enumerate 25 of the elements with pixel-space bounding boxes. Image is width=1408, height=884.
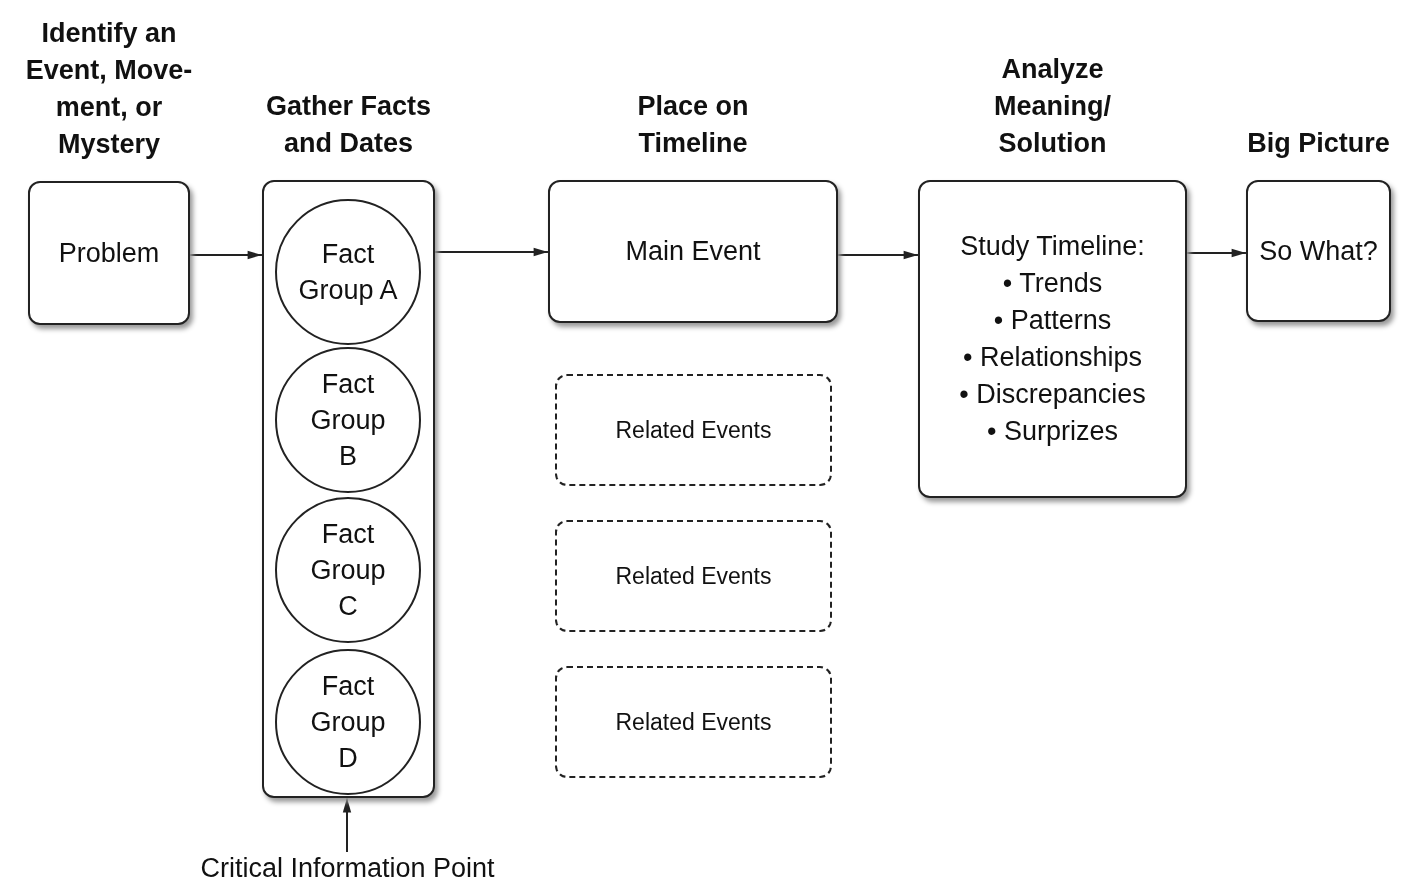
related-events-box xyxy=(555,666,832,778)
node-label: • Trends xyxy=(1002,267,1103,300)
node-label: So What? xyxy=(1259,234,1378,268)
node-label: Fact Group A xyxy=(298,238,398,307)
annotation-text: Critical Information Point xyxy=(200,851,495,884)
node-label: • Patterns xyxy=(993,304,1112,337)
column-heading: Big Picture xyxy=(1246,127,1391,160)
node-label: Fact Group D xyxy=(309,670,387,775)
node-label: Related Events xyxy=(615,707,772,737)
node-label: Main Event xyxy=(625,235,761,268)
column-heading: Identify an Event, Move- ment, or Mystery xyxy=(24,17,194,161)
node-label: • Discrepancies xyxy=(959,378,1146,411)
node-label: Problem xyxy=(58,236,160,270)
node-label: Fact Group B xyxy=(309,368,387,473)
related-events-box xyxy=(555,374,832,486)
node-label: Related Events xyxy=(615,415,772,445)
node-label: Related Events xyxy=(615,561,772,591)
column-heading: Gather Facts and Dates xyxy=(264,90,433,160)
column-heading: Place on Timeline xyxy=(636,90,750,160)
node-label: Fact Group C xyxy=(309,518,387,623)
node-label: • Relationships xyxy=(962,341,1142,374)
related-events-box xyxy=(555,520,832,632)
node-label: Study Timeline: xyxy=(960,230,1145,263)
column-heading: Analyze Meaning/ Solution xyxy=(993,53,1112,160)
node-label: • Surprizes xyxy=(987,415,1118,448)
